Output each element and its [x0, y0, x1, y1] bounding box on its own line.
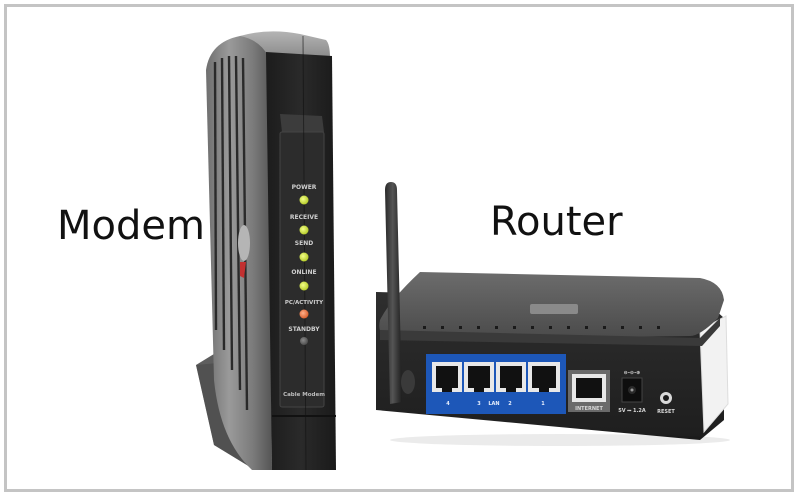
svg-text:⊖-⊙-⊕: ⊖-⊙-⊕ [624, 370, 641, 376]
router-logo-plate [530, 304, 578, 314]
modem: POWER RECEIVE SEND ONLINE PC/ACTIVITY ST… [196, 31, 336, 471]
svg-text:SEND: SEND [295, 240, 313, 247]
router-internet-port[interactable]: INTERNET [568, 370, 610, 412]
indicator-pc-activity: PC/ACTIVITY [285, 300, 324, 319]
svg-text:ONLINE: ONLINE [291, 269, 316, 276]
modem-top [240, 31, 330, 58]
lan-port-3[interactable] [464, 362, 494, 392]
svg-text:RECEIVE: RECEIVE [290, 214, 318, 221]
internet-label: INTERNET [575, 406, 603, 412]
svg-text:STANDBY: STANDBY [288, 326, 320, 333]
lan-label: LAN [488, 401, 499, 407]
lan-port-1[interactable] [528, 362, 560, 392]
svg-text:1: 1 [541, 401, 545, 407]
indicator-send: SEND [295, 240, 313, 262]
led-power [299, 195, 309, 205]
indicator-receive: RECEIVE [290, 214, 318, 235]
led-receive [299, 225, 309, 235]
svg-text:2: 2 [508, 401, 512, 407]
router-reset-button[interactable]: RESET [657, 392, 675, 415]
modem-side-button [238, 225, 250, 261]
led-send [299, 252, 309, 262]
modem-red-mark [240, 262, 246, 278]
svg-text:POWER: POWER [292, 184, 317, 191]
indicator-power: POWER [292, 184, 317, 205]
power-label: 5V ⎓ 1.2A [618, 408, 646, 414]
led-online [299, 281, 309, 291]
indicator-online: ONLINE [291, 269, 317, 291]
router-side [699, 315, 729, 434]
reset-label: RESET [657, 409, 675, 415]
modem-indicators: POWER RECEIVE SEND ONLINE PC/ACTIVITY ST… [285, 184, 324, 345]
modem-brand-text: Cable Modem [283, 392, 325, 398]
lan-port-2[interactable] [496, 362, 526, 392]
led-pc-activity [299, 309, 309, 319]
router-power-jack: ⊖-⊙-⊕ 5V ⎓ 1.2A [618, 370, 646, 414]
led-standby [300, 337, 308, 345]
router: 4 3 LAN 2 1 INTERNET ⊖-⊙-⊕ 5V ⎓ 1.2A RES… [376, 182, 730, 446]
modem-indicator-panel [279, 131, 325, 408]
modem-label: Modem [57, 203, 205, 249]
router-antenna [385, 182, 415, 404]
router-status-leds [423, 326, 660, 329]
indicator-standby: STANDBY [288, 326, 320, 345]
svg-text:3: 3 [477, 401, 481, 407]
svg-text:PC/ACTIVITY: PC/ACTIVITY [285, 300, 324, 306]
svg-text:4: 4 [446, 401, 450, 407]
router-label: Router [490, 199, 623, 245]
router-lan-ports: 4 3 LAN 2 1 [432, 362, 560, 407]
antenna-hinge [401, 370, 415, 394]
lan-port-4[interactable] [432, 362, 462, 392]
